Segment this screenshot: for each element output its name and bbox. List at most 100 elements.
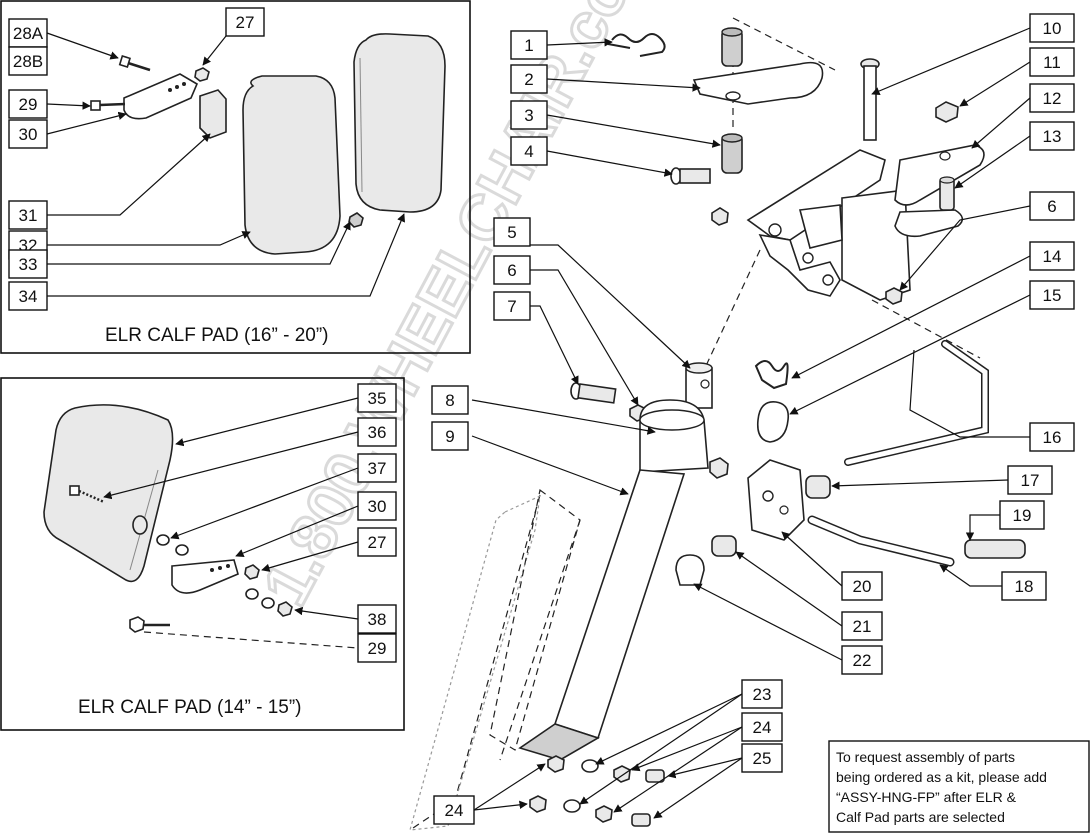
top-inset-parts bbox=[90, 33, 446, 255]
callout-19: 19 bbox=[999, 500, 1045, 530]
part-19-grip bbox=[964, 539, 1026, 559]
callout-18: 18 bbox=[1001, 571, 1047, 601]
callout-9: 9 bbox=[431, 421, 469, 451]
part-4-nut bbox=[711, 207, 729, 226]
callout-30-bottom: 30 bbox=[357, 491, 397, 521]
part-5-tube bbox=[685, 362, 713, 409]
svg-text:12: 12 bbox=[1043, 89, 1062, 108]
callout-24-top: 24 bbox=[741, 712, 783, 742]
main-assembly: 1 2 3 4 5 6 7 8 9 10 11 12 13 6 14 15 16… bbox=[409, 13, 1075, 831]
callout-8: 8 bbox=[431, 385, 469, 415]
part-2-lever bbox=[692, 61, 824, 105]
svg-text:33: 33 bbox=[19, 255, 38, 274]
part-3-bushing bbox=[721, 133, 743, 174]
inset-top-title: ELR CALF PAD (16” - 20”) bbox=[105, 325, 328, 346]
svg-text:7: 7 bbox=[507, 297, 516, 316]
svg-text:36: 36 bbox=[368, 423, 387, 442]
svg-text:23: 23 bbox=[753, 685, 772, 704]
callout-33: 33 bbox=[8, 249, 48, 279]
part-16-rod bbox=[844, 340, 989, 466]
svg-text:20: 20 bbox=[853, 577, 872, 596]
part-15-knob bbox=[756, 401, 790, 443]
svg-text:5: 5 bbox=[507, 223, 516, 242]
callout-4: 4 bbox=[510, 136, 548, 166]
part-11-nut bbox=[935, 101, 959, 123]
part-29-bolt-top bbox=[90, 100, 126, 111]
callout-27-bottom: 27 bbox=[357, 527, 397, 557]
part-29-bolt-bottom bbox=[129, 616, 170, 633]
part-18-rod bbox=[807, 515, 955, 567]
svg-text:11: 11 bbox=[1043, 53, 1061, 72]
part-3-bushing-top bbox=[721, 27, 743, 67]
part-35-calf-pad bbox=[43, 404, 174, 583]
svg-text:29: 29 bbox=[368, 639, 387, 658]
inset-bottom-frame bbox=[0, 377, 405, 731]
callout-28b: 28B bbox=[8, 46, 48, 76]
callout-35: 35 bbox=[357, 383, 397, 413]
part-32-calf-pad bbox=[242, 75, 341, 255]
callout-6-right: 6 bbox=[1029, 191, 1075, 221]
callout-16: 16 bbox=[1029, 422, 1075, 452]
svg-text:19: 19 bbox=[1013, 506, 1032, 525]
svg-text:6: 6 bbox=[507, 261, 516, 280]
svg-text:30: 30 bbox=[19, 125, 38, 144]
svg-text:22: 22 bbox=[853, 651, 872, 670]
part-37-washer-b bbox=[175, 544, 189, 556]
svg-text:6: 6 bbox=[1047, 197, 1056, 216]
svg-text:13: 13 bbox=[1043, 127, 1062, 146]
note-line-1: To request assembly of parts bbox=[836, 749, 1015, 765]
callout-14: 14 bbox=[1029, 241, 1075, 271]
svg-text:28B: 28B bbox=[13, 52, 43, 71]
svg-text:25: 25 bbox=[753, 749, 772, 768]
callout-10: 10 bbox=[1029, 13, 1075, 43]
callout-2: 2 bbox=[510, 64, 548, 94]
svg-text:34: 34 bbox=[19, 287, 38, 306]
svg-text:30: 30 bbox=[368, 497, 387, 516]
inset-bottom-title: ELR CALF PAD (14” - 15”) bbox=[78, 697, 301, 718]
callout-37: 37 bbox=[357, 453, 397, 483]
part-17-bushing bbox=[805, 475, 831, 499]
main-leaders bbox=[471, 27, 1031, 819]
callout-21: 21 bbox=[841, 611, 883, 641]
part-30-clamp-top bbox=[123, 73, 199, 120]
part-38-washer-a bbox=[245, 588, 259, 600]
part-36-insert bbox=[132, 515, 148, 535]
part-38-nut bbox=[277, 601, 293, 617]
svg-text:29: 29 bbox=[19, 95, 38, 114]
svg-text:3: 3 bbox=[524, 106, 533, 125]
part-31-bracket bbox=[199, 89, 227, 139]
callout-20: 20 bbox=[841, 571, 883, 601]
part-34-calf-pad-large bbox=[353, 33, 446, 213]
svg-text:24: 24 bbox=[445, 801, 464, 820]
part-36-bolt bbox=[69, 485, 105, 504]
note-line-3: “ASSY-HNG-FP” after ELR & bbox=[836, 789, 1017, 805]
inset-top-panel: ELR CALF PAD (16” - 20”) bbox=[0, 0, 471, 354]
svg-text:8: 8 bbox=[445, 391, 454, 410]
svg-text:1: 1 bbox=[524, 36, 533, 55]
callout-38: 38 bbox=[357, 604, 397, 634]
svg-text:17: 17 bbox=[1021, 471, 1040, 490]
svg-text:16: 16 bbox=[1043, 428, 1062, 447]
svg-text:37: 37 bbox=[368, 459, 387, 478]
svg-text:15: 15 bbox=[1043, 286, 1062, 305]
callout-12: 12 bbox=[1029, 83, 1075, 113]
part-7-bolt bbox=[570, 382, 617, 404]
part-6-nut-right bbox=[885, 287, 903, 305]
callout-1: 1 bbox=[510, 30, 548, 60]
svg-text:2: 2 bbox=[524, 70, 533, 89]
callout-28a: 28A bbox=[8, 18, 48, 48]
callout-23: 23 bbox=[741, 679, 783, 709]
part-37-washer-a bbox=[156, 534, 170, 546]
callout-30-top: 30 bbox=[8, 119, 48, 149]
svg-text:10: 10 bbox=[1043, 19, 1062, 38]
part-8-clamp bbox=[639, 399, 709, 473]
callout-15: 15 bbox=[1029, 280, 1075, 310]
note-box: To request assembly of parts being order… bbox=[828, 740, 1090, 833]
svg-text:14: 14 bbox=[1043, 247, 1062, 266]
callout-27-top: 27 bbox=[225, 7, 265, 37]
part-27-nut-top bbox=[194, 67, 210, 82]
callout-17: 17 bbox=[1007, 465, 1053, 495]
part-12-plate-lower bbox=[894, 209, 964, 238]
callout-24-left: 24 bbox=[433, 795, 475, 825]
part-14-spring bbox=[754, 360, 789, 390]
